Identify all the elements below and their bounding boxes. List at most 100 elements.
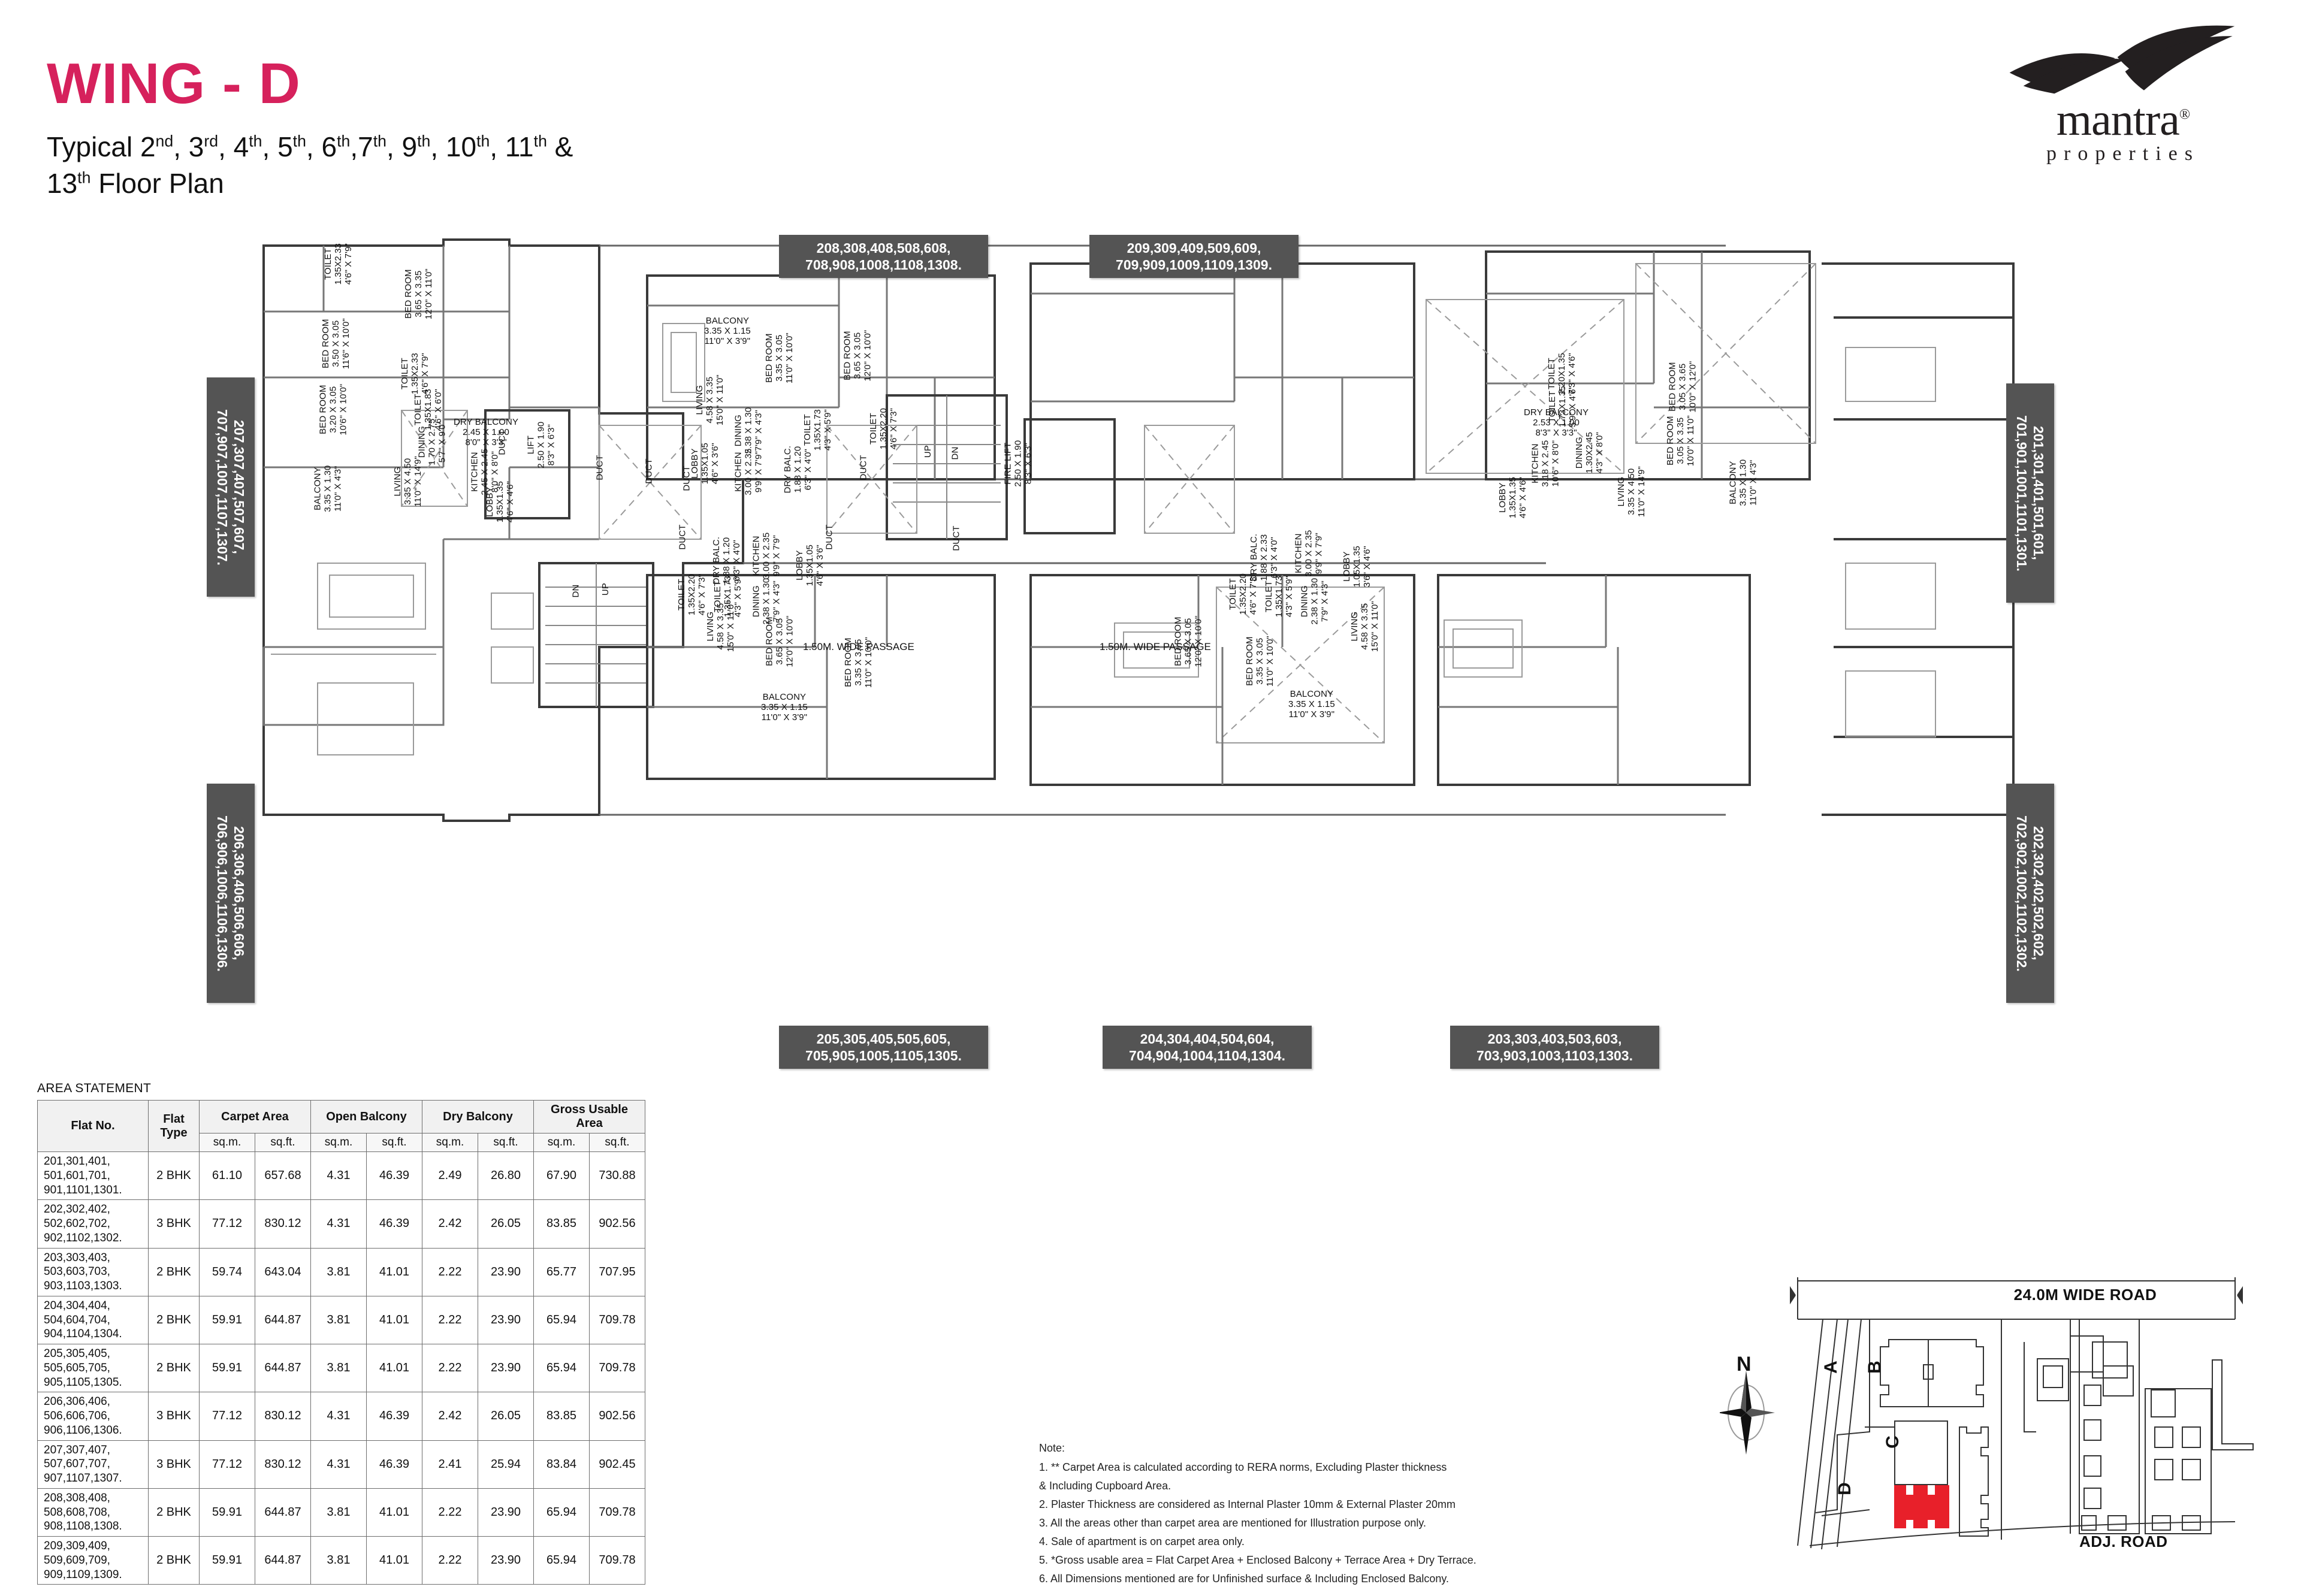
- th-gross-usable-area: Gross Usable Area: [533, 1100, 645, 1133]
- registered-icon: ®: [2179, 107, 2190, 123]
- note-item-3: 3. All the areas other than carpet area …: [1039, 1516, 1427, 1529]
- cell-open-sqft: 41.01: [366, 1343, 422, 1393]
- cell-open-sqm: 3.81: [310, 1488, 367, 1537]
- cell-open-sqft: 46.39: [366, 1392, 422, 1441]
- cell-flat-type: 2 BHK: [148, 1343, 200, 1393]
- notes-block: Note: 1. ** Carpet Area is calculated ac…: [1039, 1439, 1476, 1588]
- cell-carpet-sqft: 657.68: [255, 1151, 311, 1201]
- cell-gross-sqft: 709.78: [589, 1535, 645, 1585]
- cell-open-sqm: 3.81: [310, 1535, 367, 1585]
- road-top-label: 24.0M WIDE ROAD: [2013, 1286, 2157, 1304]
- cell-flat-no: 201,301,401, 501,601,701, 901,1101,1301.: [37, 1151, 149, 1201]
- cell-gross-sqft: 707.95: [589, 1247, 645, 1296]
- badge-205: 205,305,405,505,605, 705,905,1005,1105,1…: [779, 1026, 988, 1069]
- room-label-balcony: BALCONY 3.35 X 1.15 11'0" X 3'9": [704, 316, 751, 347]
- room-label-living: LIVING 3.35 X 4.50 11'0" X 14'9": [392, 456, 424, 507]
- cell-flat-type: 2 BHK: [148, 1151, 200, 1201]
- cell-gross-sqm: 65.94: [533, 1343, 590, 1393]
- cell-gross-sqm: 65.77: [533, 1247, 590, 1296]
- cell-gross-sqm: 83.85: [533, 1199, 590, 1249]
- ordinal-suffix: th: [77, 168, 91, 187]
- table-row: 201,301,401, 501,601,701, 901,1101,1301.…: [37, 1151, 645, 1201]
- key-plan-wing-b: B: [1864, 1361, 1885, 1374]
- ordinal-suffix: th: [417, 132, 431, 150]
- cell-open-sqm: 4.31: [310, 1151, 367, 1201]
- floor-ordinal: 5: [277, 131, 293, 162]
- room-label-up-arrow: UP: [600, 583, 611, 596]
- ordinal-suffix: th: [476, 132, 490, 150]
- room-label-dry-balcony: DRY BALCONY 2.53 X 1.00 8'3" X 3'3": [1524, 407, 1589, 439]
- ordinal-suffix: th: [337, 132, 351, 150]
- room-label-kitchen: KITCHEN 3.18 X 2.45 10'6" X 8'0": [1530, 440, 1561, 487]
- room-label-duct: DUCT: [681, 466, 692, 491]
- room-label-lobby: LOBBY 1.35X1.35 4'6" X 4'6": [485, 480, 516, 523]
- room-label-lobby: LOBBY 1.35X1.05 4'6" X 3'6": [795, 544, 826, 587]
- floor-ordinal: 2: [140, 131, 156, 162]
- key-plan-svg: [1720, 1277, 2254, 1550]
- cell-flat-no: 202,302,402, 502,602,702, 902,1102,1302.: [37, 1199, 149, 1249]
- th-unit-dry-sqft: sq.ft.: [478, 1133, 534, 1152]
- cell-open-sqft: 41.01: [366, 1535, 422, 1585]
- cell-flat-type: 3 BHK: [148, 1392, 200, 1441]
- ordinal-suffix: th: [533, 132, 547, 150]
- cell-carpet-sqm: 59.91: [199, 1535, 255, 1585]
- room-label-bed-room: BED ROOM 3.20 X 3.05 10'6" X 10'0": [318, 383, 349, 436]
- cell-flat-no: 207,307,407, 507,607,707, 907,1107,1307.: [37, 1440, 149, 1489]
- th-flat-type: Flat Type: [148, 1100, 200, 1152]
- cell-gross-sqft: 902.56: [589, 1199, 645, 1249]
- notes-list: 1. ** Carpet Area is calculated accordin…: [1039, 1458, 1476, 1588]
- area-statement-title: AREA STATEMENT: [37, 1081, 152, 1095]
- room-label-toilet: TOILET 1.35X2.33 4'6" X 7'9": [323, 243, 354, 285]
- cell-carpet-sqm: 77.12: [199, 1440, 255, 1489]
- room-label-toilet: TOILET 1.35X2.20 4'6" X 7'3": [1228, 573, 1259, 615]
- brand-logo: mantra® properties: [1982, 24, 2264, 165]
- cell-dry-sqft: 23.90: [478, 1535, 534, 1585]
- mantra-bird-icon: [2009, 25, 2235, 94]
- badge-203: 203,303,403,503,603, 703,903,1003,1103,1…: [1450, 1026, 1659, 1069]
- page-title: WING - D: [47, 52, 301, 116]
- note-item-1: 1. ** Carpet Area is calculated accordin…: [1039, 1461, 1447, 1492]
- cell-carpet-sqft: 644.87: [255, 1488, 311, 1537]
- room-label-duct: DUCT: [497, 430, 508, 455]
- room-label-lobby: LOBBY 1.35X1.35 4'6" X 4'6": [1497, 476, 1529, 519]
- room-label-duct: DUCT: [824, 524, 835, 550]
- cell-gross-sqft: 902.56: [589, 1392, 645, 1441]
- room-label-dining: DINING 2.38 X 1.30 7'9" X 4'3": [733, 407, 764, 454]
- wing-d-highlight: [1894, 1485, 1949, 1528]
- note-item-4: 4. Sale of apartment is on carpet area o…: [1039, 1535, 1245, 1547]
- cell-dry-sqft: 23.90: [478, 1295, 534, 1345]
- room-label-dn-arrow: DN: [950, 446, 961, 460]
- cell-carpet-sqm: 59.91: [199, 1295, 255, 1345]
- cell-dry-sqft: 23.90: [478, 1488, 534, 1537]
- room-label-living: LIVING 4.58 X 3.35 15'0" X 11'0": [705, 601, 736, 652]
- cell-open-sqft: 46.39: [366, 1151, 422, 1201]
- room-label-toilet: TOILET 1.35X1.73 4'3" X 5'9": [1264, 575, 1295, 618]
- th-unit-carpet-sqft: sq.ft.: [255, 1133, 311, 1152]
- cell-carpet-sqft: 830.12: [255, 1392, 311, 1441]
- floor-ordinal: 7: [358, 131, 373, 162]
- cell-dry-sqft: 25.94: [478, 1440, 534, 1489]
- cell-flat-type: 3 BHK: [148, 1440, 200, 1489]
- cell-flat-no: 203,303,403, 503,603,703, 903,1103,1303.: [37, 1247, 149, 1296]
- cell-dry-sqm: 2.22: [422, 1295, 478, 1345]
- floor-subtitle: Typical 2nd, 3rd, 4th, 5th, 6th,7th, 9th…: [47, 131, 573, 199]
- cell-open-sqm: 3.81: [310, 1343, 367, 1393]
- floor-ordinal: 13: [47, 167, 78, 199]
- cell-flat-no: 205,305,405, 505,605,705, 905,1105,1305.: [37, 1343, 149, 1393]
- note-item-6: 6. All Dimensions mentioned are for Unfi…: [1039, 1572, 1450, 1585]
- table-row: 207,307,407, 507,607,707, 907,1107,1307.…: [37, 1440, 645, 1489]
- table-header-group-row: Flat No. Flat Type Carpet Area Open Balc…: [37, 1100, 645, 1152]
- th-unit-open-sqm: sq.m.: [310, 1133, 367, 1152]
- room-label-kitchen: KITCHEN 3.00 X 2.35 9'9" X 7'9": [733, 448, 764, 495]
- cell-open-sqm: 3.81: [310, 1295, 367, 1345]
- room-label-bed-room: BED ROOM 3.05 X 3.35 10'0" X 11'0": [1665, 415, 1696, 467]
- room-label-duct: DUCT: [951, 525, 962, 551]
- cell-carpet-sqft: 643.04: [255, 1247, 311, 1296]
- badge-208: 208,308,408,508,608, 708,908,1008,1108,1…: [779, 235, 988, 279]
- th-unit-gross-sqm: sq.m.: [533, 1133, 590, 1152]
- cell-gross-sqm: 65.94: [533, 1488, 590, 1537]
- room-label-fire-lift: FIRE LIFT 2.50 X 1.90 8'3" X 6'3": [1002, 440, 1034, 487]
- passage-label-2: 1.50M. WIDE PASSAGE: [1100, 641, 1211, 652]
- room-label-living: LIVING 4.58 X 3.35 15'0" X 11'0": [1349, 601, 1381, 652]
- cell-flat-type: 2 BHK: [148, 1535, 200, 1585]
